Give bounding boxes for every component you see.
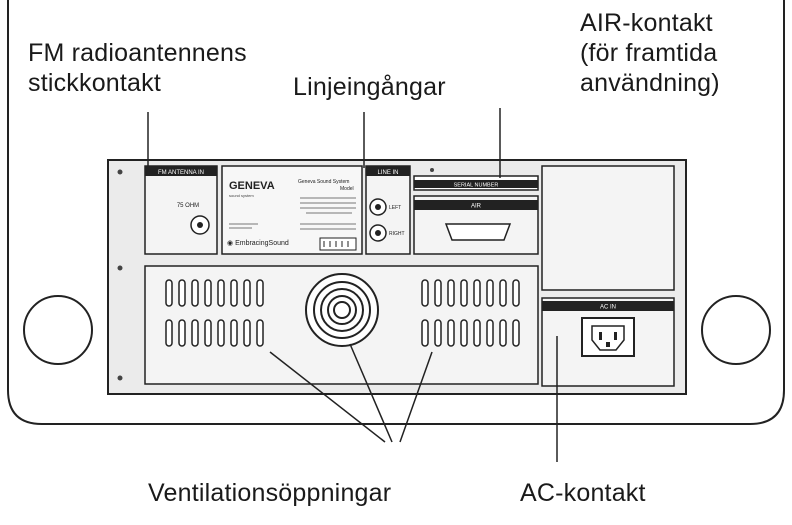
embracing-sound-label: ◉ EmbracingSound: [227, 240, 289, 247]
ac-callout: AC-kontakt: [520, 479, 646, 507]
vent-slot: [421, 319, 429, 347]
vent-slot: [486, 279, 494, 307]
vent-slot: [230, 279, 238, 307]
product-label: GENEVA sound system Geneva Sound System …: [221, 165, 363, 255]
vent-slot: [191, 279, 199, 307]
brand-subtitle: sound system: [229, 193, 254, 198]
fm-antenna-module: FM ANTENNA IN 75 OHM: [144, 165, 218, 255]
left-label: LEFT: [389, 205, 401, 211]
blank-plate: [541, 165, 675, 291]
line-in-callout: Linjeingångar: [293, 73, 446, 101]
vent-slot: [191, 319, 199, 347]
ac-header-label: AC IN: [600, 305, 616, 311]
brand-logo: GENEVA: [229, 180, 275, 192]
line-in-module: LINE IN LEFT RIGHT: [365, 165, 411, 255]
ac-module: AC IN: [541, 297, 675, 387]
vent-slot: [243, 279, 251, 307]
air-module: SERIAL NUMBER AIR: [413, 175, 539, 255]
vent-slot: [256, 279, 264, 307]
vent-slot: [204, 279, 212, 307]
air-connector[interactable]: [444, 223, 512, 241]
vent-slot: [447, 279, 455, 307]
speaker-port: [305, 273, 379, 347]
vent-slot: [421, 279, 429, 307]
model-sub: Model: [340, 186, 354, 192]
line-in-header-label: LINE IN: [377, 170, 398, 176]
right-foot: [701, 295, 771, 365]
vent-slot: [434, 279, 442, 307]
vent-leader-line-2: [349, 343, 393, 443]
vent-slot: [165, 319, 173, 347]
vent-slot: [204, 319, 212, 347]
model-line: Geneva Sound System: [298, 179, 349, 185]
vent-slot: [486, 319, 494, 347]
right-label: RIGHT: [389, 231, 405, 237]
vent-slot: [243, 319, 251, 347]
vent-slot: [447, 319, 455, 347]
vent-leader-line-1: [269, 351, 386, 443]
vent-slot: [178, 279, 186, 307]
fm-antenna-callout: FM radioantennens stickkontakt: [28, 38, 247, 98]
vent-slot: [256, 319, 264, 347]
vent-slot: [473, 279, 481, 307]
vent-slot: [460, 319, 468, 347]
fm-antenna-callout-line-2: stickkontakt: [28, 69, 162, 97]
vent-slot: [217, 279, 225, 307]
fm-header-label: FM ANTENNA IN: [158, 170, 204, 176]
cabinet-outline: [7, 0, 785, 425]
air-header-label: AIR: [471, 204, 482, 210]
vent-leader-line-3: [399, 351, 433, 443]
vent-slot: [217, 319, 225, 347]
vent-module: [144, 265, 539, 385]
ventilation-slots: [165, 279, 520, 347]
vent-slot: [165, 279, 173, 307]
vent-slot: [512, 279, 520, 307]
vent-slot: [512, 319, 520, 347]
serial-number-label: SERIAL NUMBER: [454, 183, 499, 189]
vent-slot: [473, 319, 481, 347]
vents-callout: Ventilationsöppningar: [148, 479, 392, 507]
vent-slot: [460, 279, 468, 307]
fm-antenna-callout-line-1: FM radioantennens: [28, 39, 247, 67]
vent-slot: [230, 319, 238, 347]
vent-slot: [499, 279, 507, 307]
left-foot: [23, 295, 93, 365]
fm-ohm-label: 75 OHM: [177, 203, 199, 209]
vent-slot: [178, 319, 186, 347]
air-callout: AIR-kontakt (för framtida användning): [580, 8, 720, 98]
air-callout-line-3: användning): [580, 69, 720, 97]
certification-marks: [319, 237, 357, 251]
vent-slot: [434, 319, 442, 347]
air-callout-line-1: AIR-kontakt: [580, 9, 713, 37]
air-callout-line-2: (för framtida: [580, 39, 718, 67]
leader-lines: [147, 108, 558, 462]
vent-slot: [499, 319, 507, 347]
